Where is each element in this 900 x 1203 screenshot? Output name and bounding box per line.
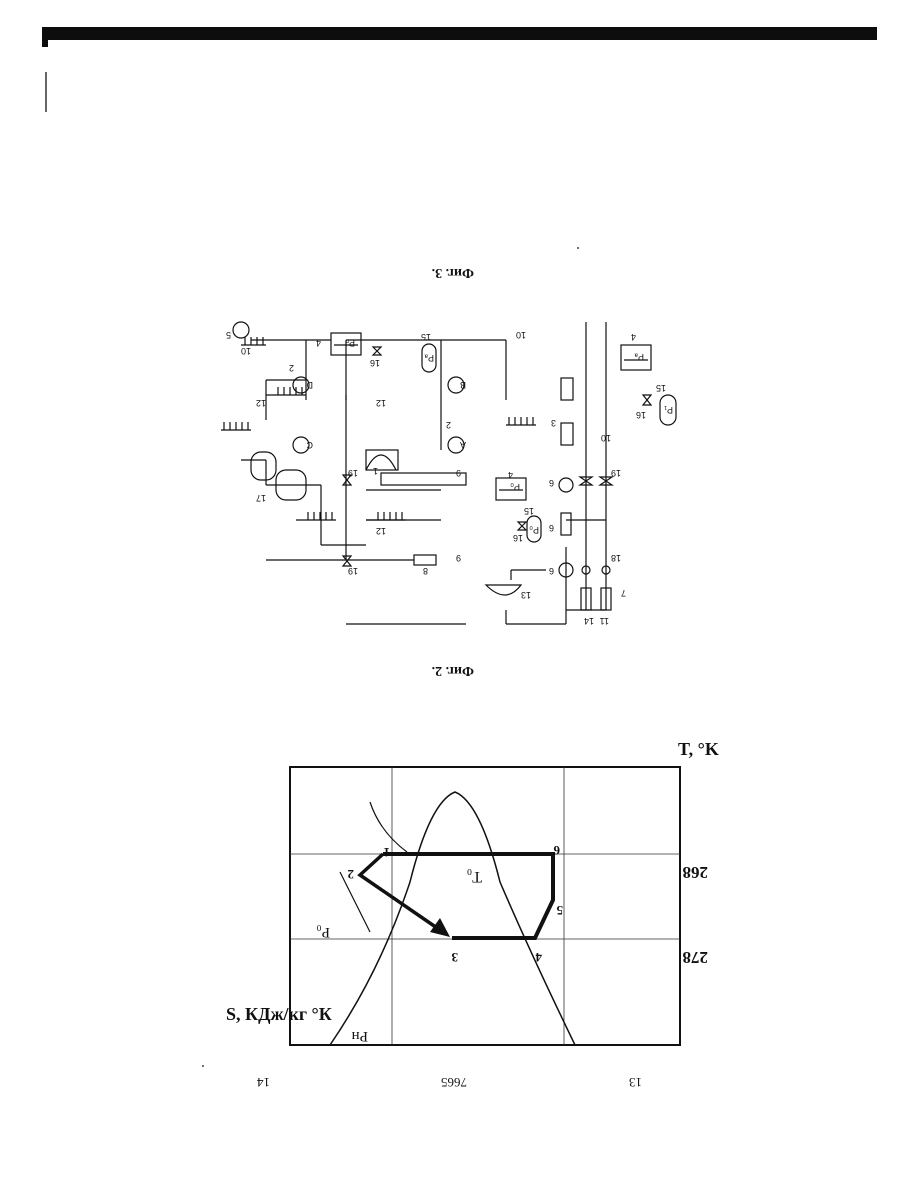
vessel-17 [251,452,276,480]
scan-border-tab [42,27,48,47]
isobar-low-label: P₀ [316,924,330,940]
point-label-6: 6 [553,843,560,858]
compression-path [360,854,440,930]
label: 15 [421,332,431,342]
label: 6 [549,566,554,576]
label: 14 [584,616,594,626]
label: D [306,380,313,390]
label: P₀ [529,525,539,535]
point-label-2: 2 [348,867,355,882]
label: 2 [446,420,451,430]
cycle-path [383,854,553,938]
exchanger-3 [561,423,573,445]
pump-5 [233,322,249,338]
comb-12 [221,422,251,430]
label: 10 [241,346,251,356]
comb-12 [296,512,336,520]
label: P₁ [664,405,673,415]
label: Pₐ [634,352,644,362]
valve-16 [518,522,526,530]
point-label-5: 5 [556,903,563,918]
isobar-high [370,802,407,852]
arrow-head [430,918,450,937]
label: 7 [621,588,626,598]
valve-19 [343,556,351,566]
ts-diagram: S, КДж/кг °К T, °K [226,739,719,1045]
scan-speck [202,1065,204,1067]
label: 6 [549,478,554,488]
y-tick-268: 268 [683,863,709,882]
dome-13 [486,585,521,595]
point-label-4: 4 [535,950,542,965]
label: 6 [549,523,554,533]
point-label-3: 3 [451,950,458,965]
label: 16 [636,410,646,420]
label: Pₙ [345,338,355,348]
comb-12 [506,417,536,425]
page-number: 7665 [441,1075,467,1090]
y-axis-label: T, °K [678,739,719,759]
ts-frame [290,767,680,1045]
label: 10 [516,330,526,340]
label: 3 [551,418,556,428]
heat-exchanger-1 [381,473,466,485]
label: 19 [348,566,358,576]
throttle-8 [414,555,436,565]
label: 12 [376,398,386,408]
comb-12 [241,337,266,345]
label: C [306,440,313,450]
cooler [366,455,396,470]
label: 12 [376,526,386,536]
label: 15 [656,383,666,393]
comb-12 [266,387,306,395]
pump-6 [559,478,573,492]
scan-speck [577,247,579,249]
saturation-curve [330,792,575,1045]
vessel [366,450,398,470]
label: 12 [256,398,266,408]
label: 5 [226,330,231,340]
valve-16 [643,395,651,405]
label: 4 [631,332,636,342]
label: 19 [611,468,621,478]
label: 2 [289,363,294,373]
filter [561,513,571,535]
label: 9 [456,553,461,563]
label: 16 [370,358,380,368]
label: 1 [373,466,378,476]
label: 9 [456,468,461,478]
label: 17 [256,493,266,503]
figure-3-caption: Фиг. 3. [432,265,474,280]
isobar-low [340,872,370,932]
exchanger-3 [561,378,573,400]
label: A [460,440,466,450]
scan-border-bar [42,27,877,40]
label: 4 [316,338,321,348]
label: 18 [611,553,621,563]
isotherm-label: T₀ [467,868,482,885]
label: 4 [508,470,513,480]
label: 8 [423,566,428,576]
label: P₀ [510,482,520,492]
label: 10 [601,433,611,443]
point-label-1: 1 [384,845,391,860]
comb-12 [366,512,406,520]
label: B [460,380,466,390]
label: 19 [348,468,358,478]
y-tick-278: 278 [683,948,709,967]
label: Pₐ [424,353,434,363]
isobar-high-label: Pн [352,1028,368,1044]
figure-2-caption: Фиг. 2. [432,663,474,678]
label: 11 [600,616,609,626]
page-number-left: 14 [257,1075,271,1090]
page-number-right: 13 [629,1075,642,1090]
x-axis-label: S, КДж/кг °К [226,1004,332,1024]
label: 13 [521,590,531,600]
label: 16 [513,533,523,543]
valve-16 [373,347,381,355]
label: 15 [524,506,534,516]
